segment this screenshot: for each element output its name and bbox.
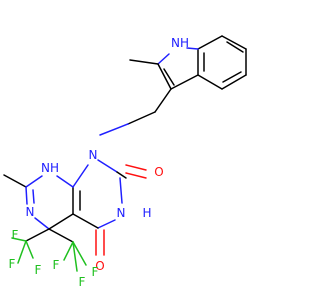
trifluoromethyl-groups (11, 228, 87, 272)
bond (25, 228, 50, 242)
bond (72, 164, 89, 188)
bond (72, 213, 99, 229)
amide-h-label: H (142, 206, 151, 220)
bond (48, 228, 74, 243)
bond (3, 174, 27, 188)
n1-label: N (89, 148, 98, 162)
ring-nh-label: NH (41, 161, 59, 175)
bond (197, 35, 223, 50)
bond (226, 41, 244, 53)
bond (97, 159, 118, 173)
bond (125, 164, 147, 171)
bond (129, 59, 159, 65)
oxygen-c2-label: O (154, 165, 163, 179)
fluorine-label: F (9, 257, 16, 271)
molecule-structure: NH N NH N N H O O F F F F F F (3, 35, 247, 289)
bond (99, 123, 129, 136)
bond (56, 175, 74, 188)
bond (163, 68, 175, 86)
oxygen-c4-label: O (95, 259, 104, 273)
bond (170, 74, 199, 90)
fluorine-label: F (35, 263, 42, 277)
bond (48, 213, 74, 230)
n3-label: N (117, 206, 126, 220)
fluorine-label: F (92, 265, 99, 279)
bond (116, 171, 127, 179)
bond (72, 241, 78, 272)
bond (154, 88, 172, 113)
bond (34, 217, 50, 230)
bond (157, 53, 170, 65)
bond (197, 74, 223, 90)
bond (11, 237, 27, 242)
bond (25, 186, 28, 205)
pyrimidine-core (3, 159, 147, 256)
bond (221, 74, 247, 90)
bond (157, 63, 172, 90)
bond (63, 241, 74, 261)
bond (127, 111, 156, 125)
bond (32, 189, 35, 204)
indole-ring (99, 35, 247, 136)
bond (125, 172, 147, 179)
bond (222, 71, 242, 83)
fluorine-label: F (12, 228, 19, 242)
bond (25, 240, 34, 259)
bond (72, 241, 87, 266)
bond (25, 175, 43, 188)
fluorine-label: F (79, 275, 86, 289)
bond (186, 47, 199, 50)
imine-n-label: N (26, 205, 35, 219)
bond (119, 177, 123, 204)
bond (17, 240, 27, 264)
indole-nh-label: NH (171, 36, 189, 50)
bond (97, 219, 116, 229)
fluorine-label: F (53, 258, 60, 272)
atom-labels: NH N NH N N H O O F F F F F F (9, 36, 189, 289)
bond (221, 35, 247, 50)
